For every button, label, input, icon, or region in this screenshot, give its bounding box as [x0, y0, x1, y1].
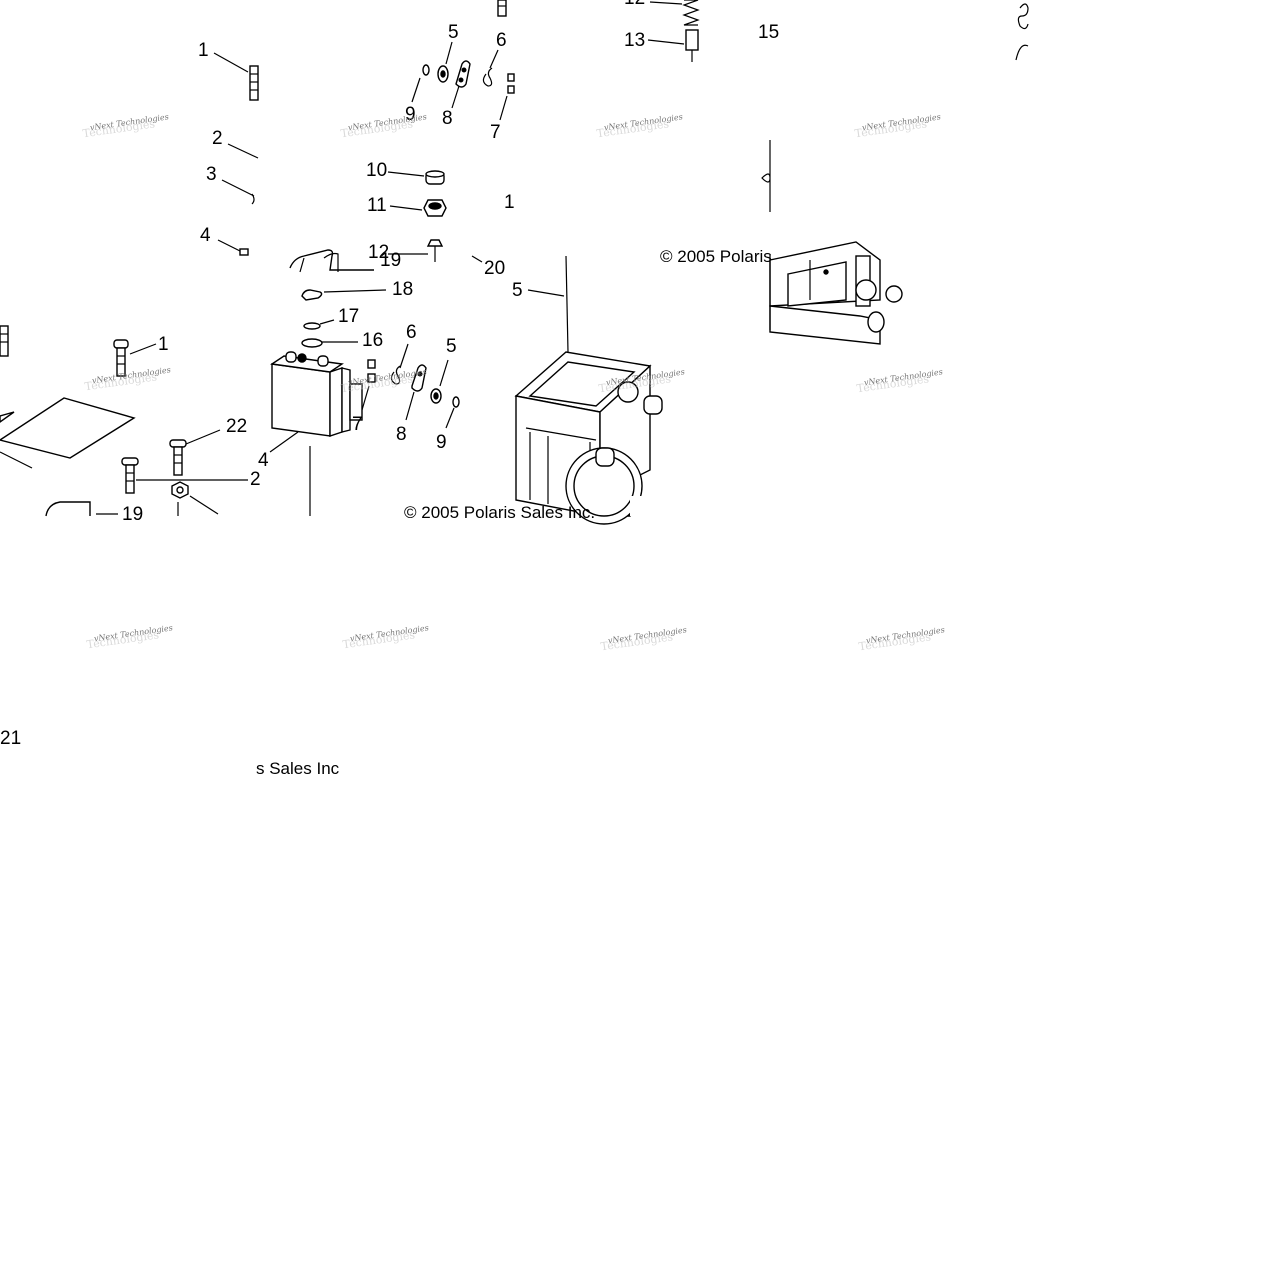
- callout-label: 17: [338, 306, 359, 327]
- callout-label: 1: [158, 334, 169, 355]
- callout-label: 5: [448, 22, 459, 43]
- callout-label: 12: [624, 0, 645, 9]
- callout-label: 1: [504, 192, 515, 213]
- watermark: Technologies vNext Technologies: [596, 112, 683, 140]
- callout-label: 11: [367, 195, 387, 216]
- callout-label: 1: [198, 40, 209, 61]
- callout-label: 2: [212, 128, 223, 149]
- watermark: Technologies vNext Technologies: [84, 365, 171, 393]
- callout-label: 3: [206, 164, 217, 185]
- copyright-text: s Sales Inc: [256, 759, 340, 778]
- callout-label: 9: [436, 432, 447, 453]
- callout-label: 6: [406, 322, 417, 343]
- callout-label: 8: [396, 424, 407, 445]
- screw-part: [121, 457, 139, 494]
- callout-label: 19: [122, 504, 143, 525]
- left-fragment: [0, 52, 259, 517]
- center-fragment: [269, 0, 663, 525]
- callout-label: 21: [0, 728, 21, 749]
- screw-part: [249, 65, 259, 101]
- callout-labels: 1 2 3 4 1 22 2 19 21 5 6 9 8 7 10 11 1 1…: [0, 0, 779, 749]
- copyright-text: © 2005 Polaris Sales Inc.: [404, 503, 595, 522]
- callout-label: 8: [442, 108, 453, 129]
- callout-label: 5: [446, 336, 457, 357]
- carburetor-body-part: [514, 351, 663, 525]
- callout-label: 13: [624, 30, 645, 51]
- screw-part: [0, 325, 9, 357]
- gasket-plate: [0, 397, 136, 459]
- watermark: Technologies vNext Technologies: [854, 112, 941, 140]
- callout-label: 15: [758, 22, 779, 43]
- watermark: Technologies vNext Technologies: [600, 625, 687, 653]
- reed-block-part: [270, 351, 363, 437]
- watermark: Technologies vNext Technologies: [86, 623, 173, 651]
- mount-part: [769, 241, 903, 345]
- callout-label: 4: [258, 450, 269, 471]
- callout-label: 10: [366, 160, 387, 181]
- watermark: Technologies vNext Technologies: [82, 112, 169, 140]
- screw-part: [169, 439, 187, 476]
- screw-part: [113, 339, 129, 377]
- watermark: Technologies vNext Technologies: [340, 112, 427, 140]
- callout-label: 4: [200, 225, 211, 246]
- callout-label: 22: [226, 416, 247, 437]
- callout-label: 7: [490, 122, 501, 143]
- watermark: Technologies vNext Technologies: [856, 367, 943, 395]
- callout-label: 5: [512, 280, 523, 301]
- copyright-text: © 2005 Polaris: [660, 247, 772, 266]
- callout-label: 19: [380, 250, 401, 271]
- callout-label: 20: [484, 258, 505, 279]
- right-fragment: [647, 0, 1029, 345]
- callout-label: 7: [352, 414, 363, 435]
- callout-label: 12: [368, 242, 389, 263]
- callout-label: 16: [362, 330, 383, 351]
- callout-label: 6: [496, 30, 507, 51]
- watermark: Technologies vNext Technologies: [858, 625, 945, 653]
- callout-label: 9: [405, 104, 416, 125]
- callout-label: 2: [250, 469, 261, 490]
- spring-part: [682, 0, 700, 62]
- watermark: Technologies vNext Technologies: [342, 623, 429, 651]
- callout-label: 18: [392, 279, 413, 300]
